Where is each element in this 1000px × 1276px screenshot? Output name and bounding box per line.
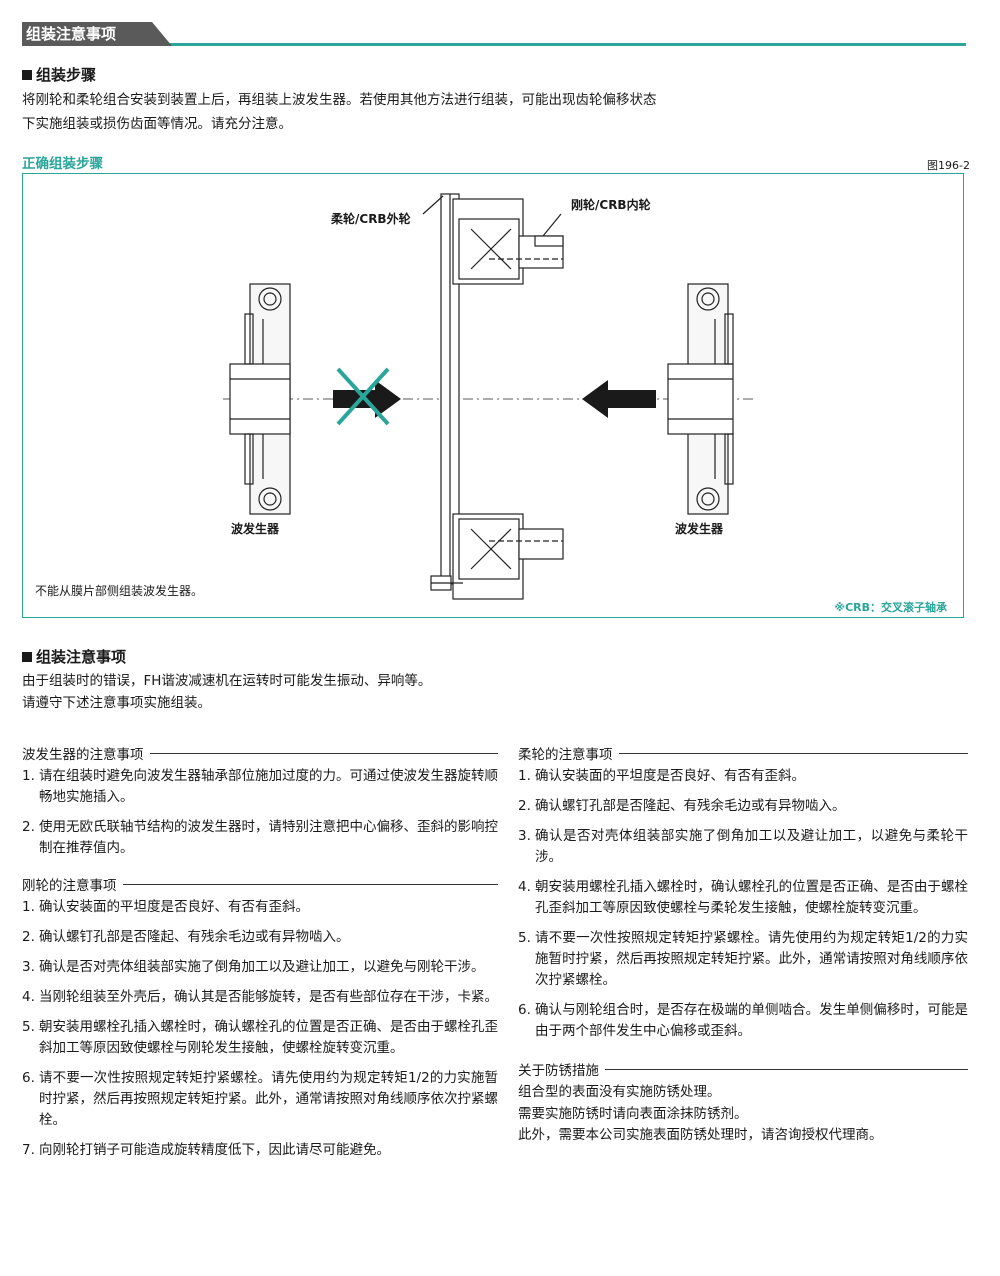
assembly-figure: 柔轮/CRB外轮 刚轮/CRB内轮 波发生器 波发生器 不能从膜片部侧组装波发生… — [22, 173, 964, 618]
list-item: 4.当刚轮组装至外壳后，确认其是否能够旋转，是否有些部位存在干涉，卡紧。 — [22, 987, 498, 1008]
cross-icon — [336, 367, 390, 426]
list-item: 5.请不要一次性按照规定转矩拧紧螺栓。请先使用约为规定转矩1/2的力实施暂时拧紧… — [518, 928, 968, 991]
item-number: 1. — [518, 768, 531, 784]
item-number: 6. — [518, 1002, 531, 1018]
item-number: 3. — [518, 828, 531, 844]
steps-heading: 组装步骤 — [22, 64, 96, 85]
item-number: 4. — [518, 879, 531, 895]
item-number: 6. — [22, 1070, 35, 1086]
item-text: 朝安装用螺栓孔插入螺栓时，确认螺栓孔的位置是否正确、是否由于螺栓孔歪斜加工等原因… — [39, 1019, 498, 1056]
item-text: 确认是否对壳体组装部实施了倒角加工以及避让加工，以避免与柔轮干涉。 — [535, 828, 968, 865]
steps-text: 将刚轮和柔轮组合安装到装置上后，再组装上波发生器。若使用其他方法进行组装，可能出… — [22, 88, 657, 136]
left-column: 波发生器的注意事项 1.请在组装时避免向波发生器轴承部位施加过度的力。可通过使波… — [22, 742, 498, 1170]
item-text: 确认安装面的平坦度是否良好、有否有歪斜。 — [39, 899, 309, 915]
item-number: 1. — [22, 899, 35, 915]
list-item: 2.使用无欧氏联轴节结构的波发生器时，请特别注意把中心偏移、歪斜的影响控制在推荐… — [22, 817, 498, 859]
title-underline — [22, 43, 966, 46]
list-item: 1.确认安装面的平坦度是否良好、有否有歪斜。 — [518, 766, 968, 787]
square-bullet-icon — [22, 652, 32, 662]
circular-spline-notes-title: 刚轮的注意事项 — [22, 873, 498, 895]
item-text: 确认与刚轮组合时，是否存在极端的单侧啮合。发生单侧偏移时，可能是由于两个部件发生… — [535, 1002, 968, 1039]
list-item: 6.请不要一次性按照规定转矩拧紧螺栓。请先使用约为规定转矩1/2的力实施暂时拧紧… — [22, 1068, 498, 1131]
wave-generator-notes-list: 1.请在组装时避免向波发生器轴承部位施加过度的力。可通过使波发生器旋转顺畅地实施… — [22, 766, 498, 859]
rust-prevention-title: 关于防锈措施 — [518, 1058, 968, 1080]
section-title-bar: 组装注意事项 — [22, 22, 966, 48]
wave-generator-right — [667, 283, 734, 515]
notes-line: 请遵守下述注意事项实施组装。 — [22, 695, 211, 711]
item-text: 确认螺钉孔部是否隆起、有残余毛边或有异物啮入。 — [39, 929, 350, 945]
item-number: 5. — [22, 1019, 35, 1035]
item-number: 1. — [22, 768, 35, 784]
item-number: 2. — [22, 929, 35, 945]
wave-generator-left — [229, 283, 291, 515]
list-item: 2.确认螺钉孔部是否隆起、有残余毛边或有异物啮入。 — [518, 796, 968, 817]
rust-prevention-text: 组合型的表面没有实施防锈处理。 需要实施防锈时请向表面涂抹防锈剂。 此外，需要本… — [518, 1082, 968, 1147]
label-flexspline: 柔轮/CRB外轮 — [331, 212, 411, 226]
item-number: 2. — [22, 819, 35, 835]
notes-heading: 组装注意事项 — [22, 646, 126, 667]
label-wave-generator-right: 波发生器 — [675, 522, 724, 536]
rust-line: 此外，需要本公司实施表面防锈处理时，请咨询授权代理商。 — [518, 1127, 883, 1143]
figure-note: 不能从膜片部侧组装波发生器。 — [35, 584, 204, 598]
item-text: 当刚轮组装至外壳后，确认其是否能够旋转，是否有些部位存在干涉，卡紧。 — [39, 989, 498, 1005]
circular-spline-notes-list: 1.确认安装面的平坦度是否良好、有否有歪斜。2.确认螺钉孔部是否隆起、有残余毛边… — [22, 897, 498, 1161]
item-text: 请不要一次性按照规定转矩拧紧螺栓。请先使用约为规定转矩1/2的力实施暂时拧紧，然… — [39, 1070, 498, 1128]
list-item: 1.请在组装时避免向波发生器轴承部位施加过度的力。可通过使波发生器旋转顺畅地实施… — [22, 766, 498, 808]
item-text: 请在组装时避免向波发生器轴承部位施加过度的力。可通过使波发生器旋转顺畅地实施插入… — [39, 768, 498, 805]
list-item: 6.确认与刚轮组合时，是否存在极端的单侧啮合。发生单侧偏移时，可能是由于两个部件… — [518, 1000, 968, 1042]
figure-title: 正确组装步骤 — [22, 156, 103, 172]
item-text: 确认安装面的平坦度是否良好、有否有歪斜。 — [535, 768, 805, 784]
item-text: 确认是否对壳体组装部实施了倒角加工以及避让加工，以避免与刚轮干涉。 — [39, 959, 485, 975]
item-number: 5. — [518, 930, 531, 946]
rust-line: 组合型的表面没有实施防锈处理。 — [518, 1084, 721, 1100]
assembly-diagram — [223, 193, 753, 600]
rust-line: 需要实施防锈时请向表面涂抹防锈剂。 — [518, 1105, 748, 1122]
list-item: 1.确认安装面的平坦度是否良好、有否有歪斜。 — [22, 897, 498, 918]
figure-number: 图196-2 — [927, 159, 970, 172]
crb-footnote: ※CRB：交叉滚子轴承 — [834, 601, 947, 614]
list-item: 2.确认螺钉孔部是否隆起、有残余毛边或有异物啮入。 — [22, 927, 498, 948]
flexspline-notes-title: 柔轮的注意事项 — [518, 742, 968, 764]
item-text: 确认螺钉孔部是否隆起、有残余毛边或有异物啮入。 — [535, 798, 846, 814]
notes-line: 由于组装时的错误，FH谐波减速机在运转时可能发生振动、异响等。 — [22, 673, 432, 689]
item-text: 使用无欧氏联轴节结构的波发生器时，请特别注意把中心偏移、歪斜的影响控制在推荐值内… — [39, 819, 498, 856]
item-number: 7. — [22, 1142, 35, 1158]
label-wave-generator-left: 波发生器 — [231, 522, 280, 536]
item-number: 3. — [22, 959, 35, 975]
list-item: 5.朝安装用螺栓孔插入螺栓时，确认螺栓孔的位置是否正确、是否由于螺栓孔歪斜加工等… — [22, 1017, 498, 1059]
square-bullet-icon — [22, 70, 32, 80]
item-number: 4. — [22, 989, 35, 1005]
list-item: 3.确认是否对壳体组装部实施了倒角加工以及避让加工，以避免与刚轮干涉。 — [22, 957, 498, 978]
item-text: 朝安装用螺栓孔插入螺栓时，确认螺栓孔的位置是否正确、是否由于螺栓孔歪斜加工等原因… — [535, 879, 968, 916]
arrow-icon — [582, 380, 656, 418]
item-text: 请不要一次性按照规定转矩拧紧螺栓。请先使用约为规定转矩1/2的力实施暂时拧紧，然… — [535, 930, 968, 988]
notes-text: 由于组装时的错误，FH谐波减速机在运转时可能发生振动、异响等。 请遵守下述注意事… — [22, 670, 431, 714]
list-item: 4.朝安装用螺栓孔插入螺栓时，确认螺栓孔的位置是否正确、是否由于螺栓孔歪斜加工等… — [518, 877, 968, 919]
list-item: 7.向刚轮打销子可能造成旋转精度低下，因此请尽可能避免。 — [22, 1140, 498, 1161]
label-circular-spline: 刚轮/CRB内轮 — [571, 198, 651, 212]
gear-assembly — [422, 193, 564, 600]
list-item: 3.确认是否对壳体组装部实施了倒角加工以及避让加工，以避免与柔轮干涉。 — [518, 826, 968, 868]
right-column: 柔轮的注意事项 1.确认安装面的平坦度是否良好、有否有歪斜。2.确认螺钉孔部是否… — [518, 742, 968, 1147]
steps-line: 将刚轮和柔轮组合安装到装置上后，再组装上波发生器。若使用其他方法进行组装，可能出… — [22, 92, 657, 108]
item-text: 向刚轮打销子可能造成旋转精度低下，因此请尽可能避免。 — [39, 1142, 390, 1158]
page-title: 组装注意事项 — [22, 22, 172, 46]
item-number: 2. — [518, 798, 531, 814]
steps-line: 下实施组装或损伤齿面等情况。请充分注意。 — [22, 116, 292, 132]
wave-generator-notes-title: 波发生器的注意事项 — [22, 742, 498, 764]
flexspline-notes-list: 1.确认安装面的平坦度是否良好、有否有歪斜。2.确认螺钉孔部是否隆起、有残余毛边… — [518, 766, 968, 1042]
